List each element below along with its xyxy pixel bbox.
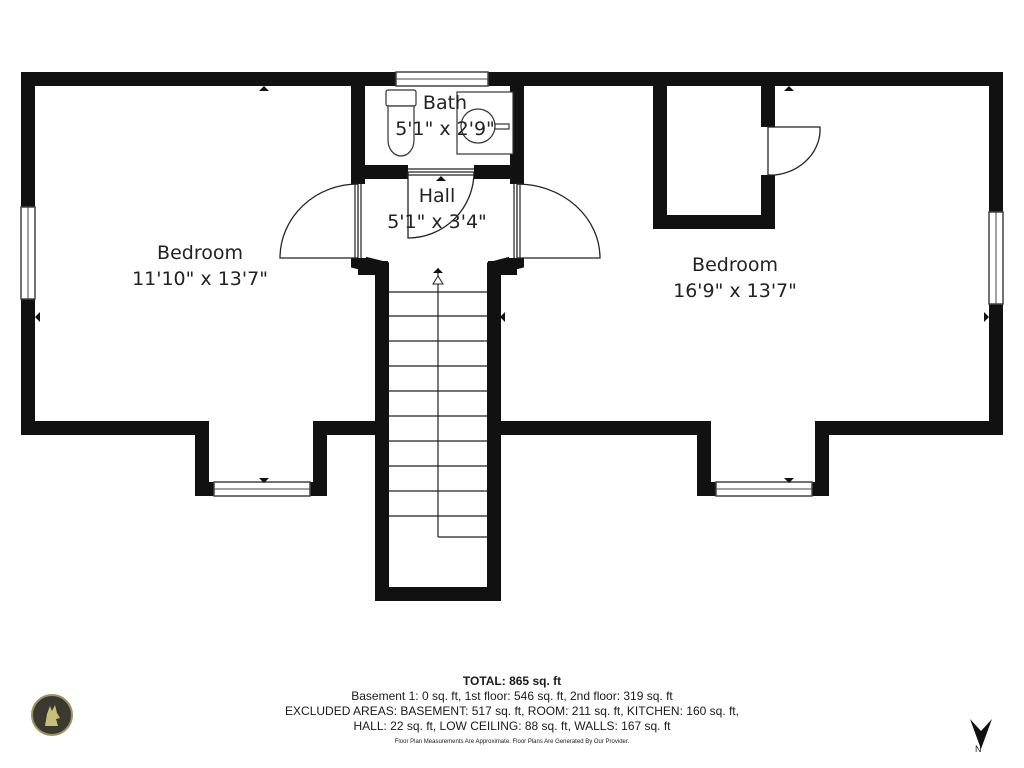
wall-closet <box>653 79 775 229</box>
room-name: Hall <box>418 185 456 207</box>
north-arrow-icon <box>970 719 992 749</box>
total-area: TOTAL: 865 sq. ft <box>462 674 562 688</box>
room-dims: 5'1" x 3'4" <box>387 211 487 233</box>
compass-label: N <box>975 744 982 754</box>
provider-logo <box>31 694 73 736</box>
room-label-bedroom-right: Bedroom 16'9" x 13'7" <box>645 252 825 304</box>
excluded-areas-cont: HALL: 22 sq. ft, LOW CEILING: 88 sq. ft,… <box>353 719 671 733</box>
room-label-hall: Hall 5'1" x 3'4" <box>372 183 502 235</box>
floor-areas: Basement 1: 0 sq. ft, 1st floor: 546 sq.… <box>351 689 673 703</box>
door-left-bedroom <box>279 183 359 259</box>
room-name: Bedroom <box>157 242 243 264</box>
wall-stair <box>375 268 501 601</box>
area-summary: TOTAL: 865 sq. ft Basement 1: 0 sq. ft, … <box>0 674 1024 748</box>
room-name: Bedroom <box>692 254 778 276</box>
room-label-bedroom-left: Bedroom 11'10" x 13'7" <box>110 240 290 292</box>
door-right-bedroom <box>516 183 601 259</box>
room-dims: 5'1" x 2'9" <box>395 118 495 140</box>
room-dims: 11'10" x 13'7" <box>132 268 268 290</box>
room-dims: 16'9" x 13'7" <box>673 280 797 302</box>
room-name: Bath <box>422 92 468 114</box>
disclaimer: Floor Plan Measurements Are Approximate.… <box>394 739 630 745</box>
wolf-icon <box>45 705 60 726</box>
staircase <box>389 268 487 538</box>
excluded-areas: EXCLUDED AREAS: BASEMENT: 517 sq. ft, RO… <box>285 704 739 718</box>
toilet-bowl <box>387 105 415 157</box>
room-label-bath: Bath 5'1" x 2'9" <box>380 90 510 142</box>
door-bath <box>407 171 475 239</box>
door-closet <box>767 126 821 176</box>
